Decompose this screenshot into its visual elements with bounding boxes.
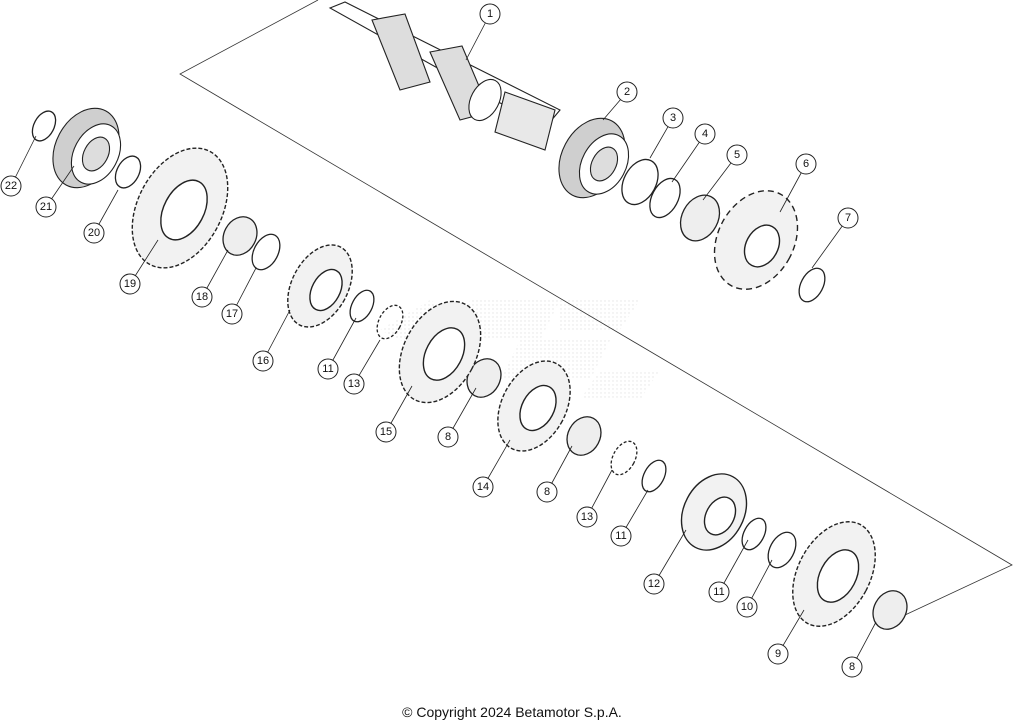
callout-circle <box>795 153 817 175</box>
bearing-2 <box>558 117 630 199</box>
callout-17: 17 <box>221 267 257 325</box>
callout-8: 8 <box>437 387 477 448</box>
callout-circle <box>343 373 365 395</box>
main-shaft <box>328 1 561 151</box>
callout-number: 7 <box>845 212 851 224</box>
callout-8: 8 <box>536 445 573 503</box>
callout-21: 21 <box>35 165 75 218</box>
callout-circle <box>736 596 758 618</box>
callout-layer: 1234567888910111111121313141516171819202… <box>0 3 877 678</box>
callout-11: 11 <box>317 317 357 380</box>
callout-circle <box>317 358 339 380</box>
callout-4: 4 <box>671 123 716 183</box>
callout-circle <box>616 81 638 103</box>
callout-number: 11 <box>713 586 724 598</box>
callout-circle <box>252 350 274 372</box>
callout-number: 2 <box>624 86 630 98</box>
callout-3: 3 <box>649 107 684 159</box>
callout-13: 13 <box>343 339 381 395</box>
callout-22: 22 <box>0 135 37 197</box>
callout-11: 11 <box>610 489 649 547</box>
callout-12: 12 <box>643 529 687 595</box>
callout-number: 20 <box>88 227 100 239</box>
callout-number: 9 <box>775 648 781 660</box>
callout-number: 13 <box>581 511 593 523</box>
callout-number: 17 <box>226 308 238 320</box>
callout-circle <box>708 581 730 603</box>
callout-19: 19 <box>119 239 159 295</box>
callout-circle <box>694 123 716 145</box>
callout-number: 11 <box>615 530 626 542</box>
callout-number: 19 <box>124 278 136 290</box>
copyright-notice: © Copyright 2024 Betamotor S.p.A. <box>402 704 622 720</box>
callout-circle <box>437 426 459 448</box>
callout-10: 10 <box>736 559 773 618</box>
callout-circle <box>726 144 748 166</box>
callout-circle <box>375 421 397 443</box>
callout-circle <box>610 525 632 547</box>
callout-18: 18 <box>191 249 229 308</box>
callout-circle <box>479 3 501 25</box>
callout-2: 2 <box>602 81 638 121</box>
gears <box>131 147 876 627</box>
callout-circle <box>841 656 863 678</box>
callout-circle <box>35 196 57 218</box>
callout-number: 3 <box>670 112 676 124</box>
callout-number: 16 <box>257 355 269 367</box>
callout-circle <box>83 222 105 244</box>
bearing-21 <box>52 107 122 189</box>
callout-14: 14 <box>472 439 511 498</box>
callout-5: 5 <box>702 144 748 201</box>
callout-13: 13 <box>576 469 613 528</box>
assembly-outline <box>179 0 1013 616</box>
callout-circle <box>221 303 243 325</box>
callout-number: 22 <box>5 180 17 192</box>
callout-number: 18 <box>196 291 208 303</box>
callout-1: 1 <box>465 3 501 61</box>
callout-number: 8 <box>544 486 550 498</box>
callout-number: 15 <box>380 426 392 438</box>
callout-number: 13 <box>348 378 360 390</box>
callout-number: 12 <box>648 578 660 590</box>
callout-8: 8 <box>841 621 877 678</box>
callout-20: 20 <box>83 189 119 244</box>
callout-circle <box>837 207 859 229</box>
callout-number: 10 <box>741 601 753 613</box>
callout-circle <box>119 273 141 295</box>
callout-number: 8 <box>445 431 451 443</box>
callout-number: 21 <box>40 201 52 213</box>
callout-number: 14 <box>477 481 489 493</box>
callout-circle <box>643 573 665 595</box>
callout-7: 7 <box>811 207 859 269</box>
rings <box>31 110 908 630</box>
callout-11: 11 <box>708 539 749 603</box>
callout-circle <box>576 506 598 528</box>
callout-circle <box>472 476 494 498</box>
callout-circle <box>767 643 789 665</box>
callout-9: 9 <box>767 609 805 665</box>
callout-number: 6 <box>803 158 809 170</box>
callout-number: 4 <box>702 128 708 140</box>
callout-circle <box>191 286 213 308</box>
callout-6: 6 <box>779 153 817 213</box>
callout-15: 15 <box>375 385 413 443</box>
callout-number: 1 <box>487 8 493 20</box>
callout-number: 5 <box>734 149 740 161</box>
callout-circle <box>536 481 558 503</box>
callout-circle <box>662 107 684 129</box>
callout-number: 11 <box>322 363 333 375</box>
callout-number: 8 <box>849 661 855 673</box>
callout-16: 16 <box>252 309 291 372</box>
callout-circle <box>0 175 22 197</box>
